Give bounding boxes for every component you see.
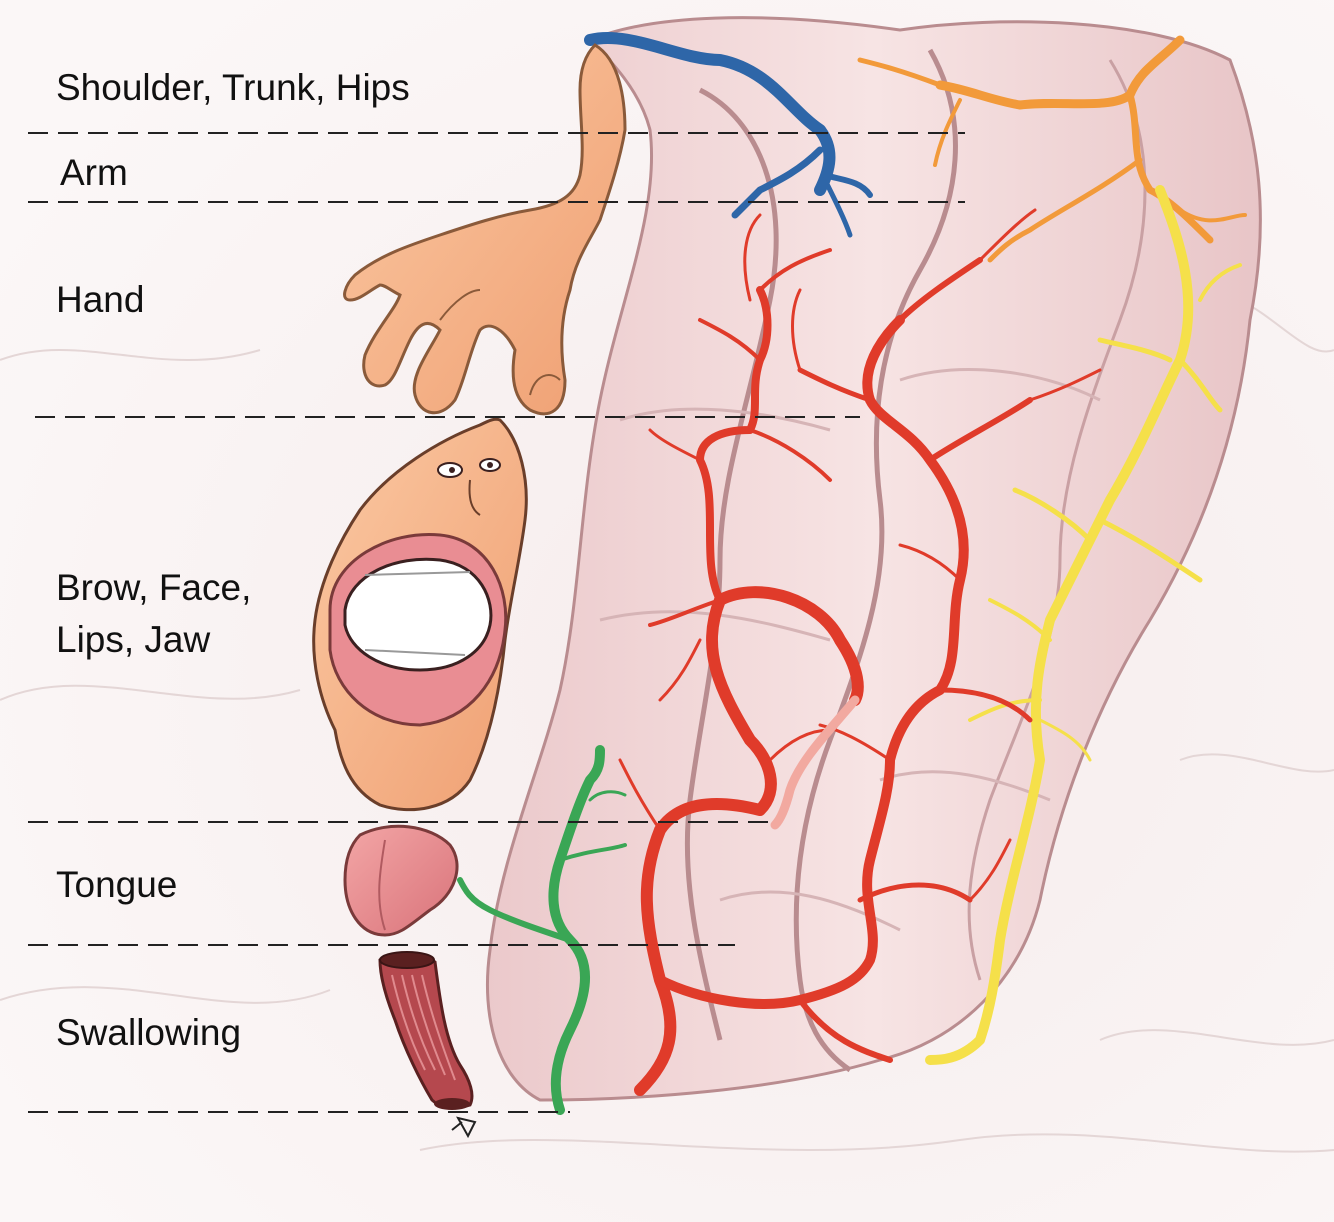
region-divider-lines — [28, 132, 965, 1113]
arteries — [457, 32, 1247, 1115]
tongue-illustration — [343, 824, 459, 937]
orange-artery — [857, 35, 1247, 263]
central-sulcus-right — [793, 48, 958, 1073]
postcentral-sulcus — [967, 59, 1147, 981]
face-illustration — [312, 417, 528, 812]
yellow-artery — [925, 185, 1242, 1065]
faded-artery — [770, 695, 860, 830]
label-shoulder-trunk-hips: Shoulder, Trunk, Hips — [56, 67, 410, 108]
label-tongue: Tongue — [56, 864, 178, 905]
label-lips-jaw: Lips, Jaw — [56, 619, 211, 660]
label-arm: Arm — [60, 152, 128, 193]
blue-artery — [584, 32, 873, 238]
precentral-gyrus-block — [486, 16, 1262, 1102]
gyri — [486, 16, 1262, 1102]
label-swallowing: Swallowing — [56, 1012, 242, 1053]
label-hand: Hand — [56, 279, 145, 320]
label-brow-face: Brow, Face, — [56, 567, 252, 608]
background-folds — [0, 299, 1334, 1153]
green-artery — [457, 745, 627, 1115]
red-artery-branches — [618, 208, 1102, 902]
central-sulcus-left — [684, 87, 779, 1041]
hand-illustration — [343, 43, 627, 416]
red-artery-main — [634, 257, 1033, 1096]
esophagus-illustration — [378, 951, 477, 1139]
